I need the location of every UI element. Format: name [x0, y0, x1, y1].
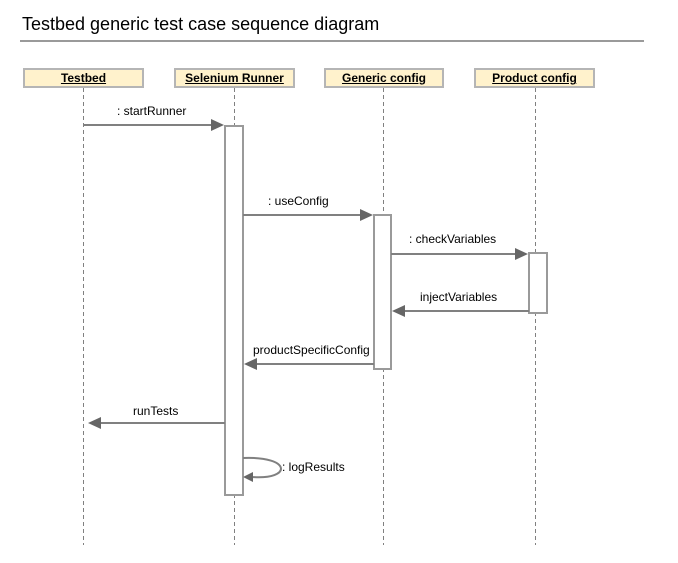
arrowhead-run-tests [88, 417, 101, 429]
arrowhead-inject-variables [392, 305, 405, 317]
message-log-results-arrow[interactable] [242, 456, 282, 479]
message-log-results-label: : logResults [282, 460, 345, 474]
message-inject-variables-label: injectVariables [420, 290, 498, 304]
message-check-variables-label: : checkVariables [409, 232, 497, 246]
title-divider [20, 40, 644, 42]
arrowhead-start-runner [211, 119, 224, 131]
arrowhead-use-config [360, 209, 373, 221]
message-start-runner-label: : startRunner [117, 104, 187, 118]
message-run-tests-label: runTests [133, 404, 179, 418]
participant-testbed[interactable]: Testbed [23, 68, 144, 88]
arrowhead-product-specific-config [244, 358, 257, 370]
activation-bar-generic-config [373, 214, 392, 370]
diagram-title: Testbed generic test case sequence diagr… [22, 14, 380, 34]
participant-generic-config[interactable]: Generic config [324, 68, 444, 88]
message-use-config-label: : useConfig [268, 194, 329, 208]
message-product-specific-config-label: productSpecificConfig [253, 343, 370, 357]
participant-selenium-runner[interactable]: Selenium Runner [174, 68, 295, 88]
activation-bar-product-config [528, 252, 548, 314]
participant-product-config[interactable]: Product config [474, 68, 595, 88]
arrowhead-log-results [243, 472, 253, 482]
arrowhead-check-variables [515, 248, 528, 260]
activation-bar-selenium-runner [224, 125, 244, 496]
